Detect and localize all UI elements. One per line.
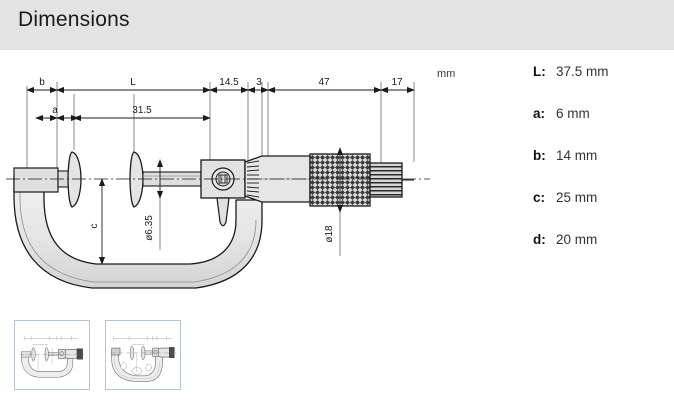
dim-label-b: b xyxy=(39,77,45,88)
ratchet-stop xyxy=(369,162,403,198)
spec-row-d: d: 20 mm xyxy=(533,232,673,274)
dim-label-14-5: 14.5 xyxy=(219,77,239,88)
unit-label: mm xyxy=(437,68,455,80)
spec-row-b: b: 14 mm xyxy=(533,148,673,190)
spec-key: L: xyxy=(533,64,546,79)
anvil-disc xyxy=(67,151,82,208)
spec-row-a: a: 6 mm xyxy=(533,106,673,148)
page-title: Dimensions xyxy=(18,8,130,31)
spec-value: 14 mm xyxy=(556,148,598,163)
spec-value: 6 mm xyxy=(556,106,590,121)
thumbnail-drawing-1 xyxy=(20,336,84,378)
dim-label-31-5: 31.5 xyxy=(132,105,152,116)
frame-inner-contour xyxy=(19,184,257,283)
dimension-c: c xyxy=(89,178,106,265)
dim-label-dia-18: ø18 xyxy=(324,225,335,243)
spec-row-c: c: 25 mm xyxy=(533,190,673,232)
spec-key: a: xyxy=(533,106,546,121)
dim-label-a: a xyxy=(52,105,58,116)
spec-row-L: L: 37.5 mm xyxy=(533,64,673,106)
micrometer-dimension-drawing: b L 14.5 3 47 17 a 31.5 mm xyxy=(6,68,455,289)
dimension-dia-18: ø18 xyxy=(324,147,344,256)
dim-label-47: 47 xyxy=(318,77,330,88)
spec-value: 37.5 mm xyxy=(556,64,609,79)
specification-list: L: 37.5 mm a: 6 mm b: 14 mm c: 25 mm d: … xyxy=(533,64,673,274)
micrometer-c-frame-thumbnail[interactable] xyxy=(14,320,90,390)
dimension-dia-6-35: ø6.35 xyxy=(144,159,164,250)
spec-key: b: xyxy=(533,148,546,163)
dim-label-dia-6-35: ø6.35 xyxy=(144,215,155,241)
dim-label-3: 3 xyxy=(256,77,262,88)
anvil-seat xyxy=(13,167,59,193)
technical-drawing: b L 14.5 3 47 17 a 31.5 mm xyxy=(0,50,520,310)
dim-label-17: 17 xyxy=(391,77,403,88)
spindle-disc xyxy=(129,151,144,208)
thumbnail-strip xyxy=(0,316,674,406)
spec-key: d: xyxy=(533,232,546,247)
spec-key: c: xyxy=(533,190,546,205)
lock-lever xyxy=(216,197,230,227)
spec-value: 25 mm xyxy=(556,190,598,205)
dim-label-c: c xyxy=(89,224,100,229)
spec-value: 20 mm xyxy=(556,232,598,247)
thumbnail-drawing-2 xyxy=(111,336,177,382)
micrometer-frame xyxy=(13,175,263,289)
header-bar xyxy=(0,0,674,50)
micrometer-large-frame-thumbnail[interactable] xyxy=(105,320,181,390)
dim-label-L: L xyxy=(130,77,136,88)
